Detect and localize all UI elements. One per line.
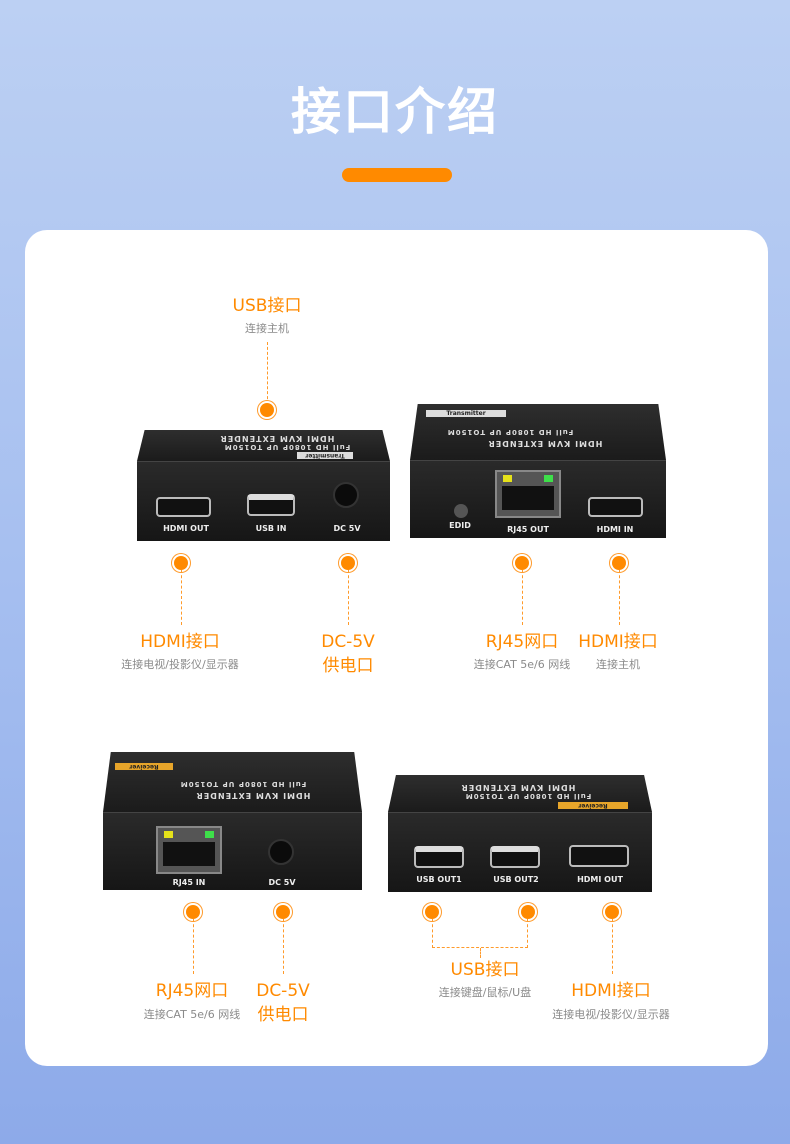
callout-rj45-sub: 连接CAT 5e/6 网线 (473, 658, 571, 671)
callout-rj45-title: RJ45网口 (485, 632, 559, 652)
rj45-out-port (495, 470, 561, 518)
marker-dot (605, 905, 619, 919)
port-label: HDMI OUT (163, 524, 209, 533)
device-spec-text: Full HD 1080P UP TO150M (446, 428, 574, 436)
marker-dot (612, 556, 626, 570)
rj45-in-port (156, 826, 222, 874)
leader-line (619, 570, 620, 625)
leader-line (612, 919, 613, 974)
usb-out2-port (490, 846, 540, 868)
leader-line (283, 919, 284, 974)
usb-in-port (247, 494, 295, 516)
port-label: DC 5V (268, 878, 296, 887)
port-label: USB IN (255, 524, 287, 533)
leader-line (522, 570, 523, 625)
marker-dot (276, 905, 290, 919)
device-model-text: HDMI KVM EXTENDER (487, 439, 603, 448)
page-title: 接口介绍 (291, 83, 499, 141)
port-label: EDID (449, 521, 471, 530)
callout-usb-out-title: USB接口 (450, 960, 520, 980)
callout-dc-in-title: DC-5V (256, 981, 310, 1001)
dc-jack (333, 482, 359, 508)
leader-line (267, 342, 268, 404)
marker-dot (425, 905, 439, 919)
hdmi-out-port (156, 497, 211, 517)
hdmi-in-port (588, 497, 643, 517)
interface-card (25, 230, 768, 1066)
marker-dot (174, 556, 188, 570)
leader-line (181, 570, 182, 625)
device-model-text: HDMI KVM EXTENDER (460, 783, 576, 792)
device-model-text: HDMI KVM EXTENDER (195, 791, 311, 800)
callout-usb-sub: 连接主机 (245, 322, 289, 335)
callout-hdmi-sub: 连接电视/投影仪/显示器 (121, 658, 239, 671)
transmitter-device-usb-side: HDMI KVM EXTENDER Full HD 1080P UP TO150… (137, 430, 390, 541)
marker-dot (260, 403, 274, 417)
transmitter-tag: Transmitter (426, 410, 506, 417)
port-label: USB OUT2 (493, 875, 539, 884)
marker-dot (515, 556, 529, 570)
callout-rj45-in-title: RJ45网口 (155, 981, 229, 1001)
callout-hdmi-in-sub: 连接主机 (596, 658, 640, 671)
callout-hdmi-in-title: HDMI接口 (578, 632, 658, 652)
callout-usb-out-sub: 连接键盘/鼠标/U盘 (438, 986, 532, 999)
receiver-tag: Receiver (558, 802, 628, 809)
callout-hdmi-title: HDMI接口 (140, 632, 220, 652)
dc-jack (268, 839, 294, 865)
receiver-tag: Receiver (115, 763, 173, 770)
callout-dc-sub: 供电口 (322, 656, 374, 676)
receiver-device-usb-side: HDMI KVM EXTENDER Full HD 1080P UP TO150… (388, 775, 652, 892)
edid-button (454, 504, 468, 518)
leader-line (348, 570, 349, 625)
callout-dc-in-sub: 供电口 (257, 1005, 309, 1025)
device-spec-text: Full HD 1080P UP TO150M (179, 780, 307, 788)
usb-bracket-line (432, 919, 528, 948)
leader-line (480, 948, 481, 958)
transmitter-tag: Transmitter (297, 452, 353, 459)
hdmi-out-port (569, 845, 629, 867)
marker-dot (521, 905, 535, 919)
marker-dot (341, 556, 355, 570)
callout-usb-title: USB接口 (232, 296, 302, 316)
callout-dc-title: DC-5V (321, 632, 375, 652)
leader-line (193, 919, 194, 974)
callout-hdmi-out-title: HDMI接口 (571, 981, 651, 1001)
port-label: HDMI OUT (577, 875, 623, 884)
port-label: USB OUT1 (416, 875, 462, 884)
callout-rj45-in-sub: 连接CAT 5e/6 网线 (143, 1008, 241, 1021)
usb-out1-port (414, 846, 464, 868)
title-underline (342, 168, 452, 182)
port-label: DC 5V (333, 524, 361, 533)
device-spec-text: Full HD 1080P UP TO150M (464, 792, 592, 800)
port-label: RJ45 IN (172, 878, 206, 887)
port-label: RJ45 OUT (507, 525, 549, 534)
transmitter-device-network-side: Transmitter Full HD 1080P UP TO150M HDMI… (410, 404, 666, 538)
receiver-device-network-side: Receiver Full HD 1080P UP TO150M HDMI KV… (103, 752, 362, 890)
device-model-text: HDMI KVM EXTENDER (219, 434, 335, 443)
marker-dot (186, 905, 200, 919)
device-spec-text: Full HD 1080P UP TO150M (223, 443, 351, 451)
callout-hdmi-out-sub: 连接电视/投影仪/显示器 (552, 1008, 670, 1021)
port-label: HDMI IN (596, 525, 634, 534)
